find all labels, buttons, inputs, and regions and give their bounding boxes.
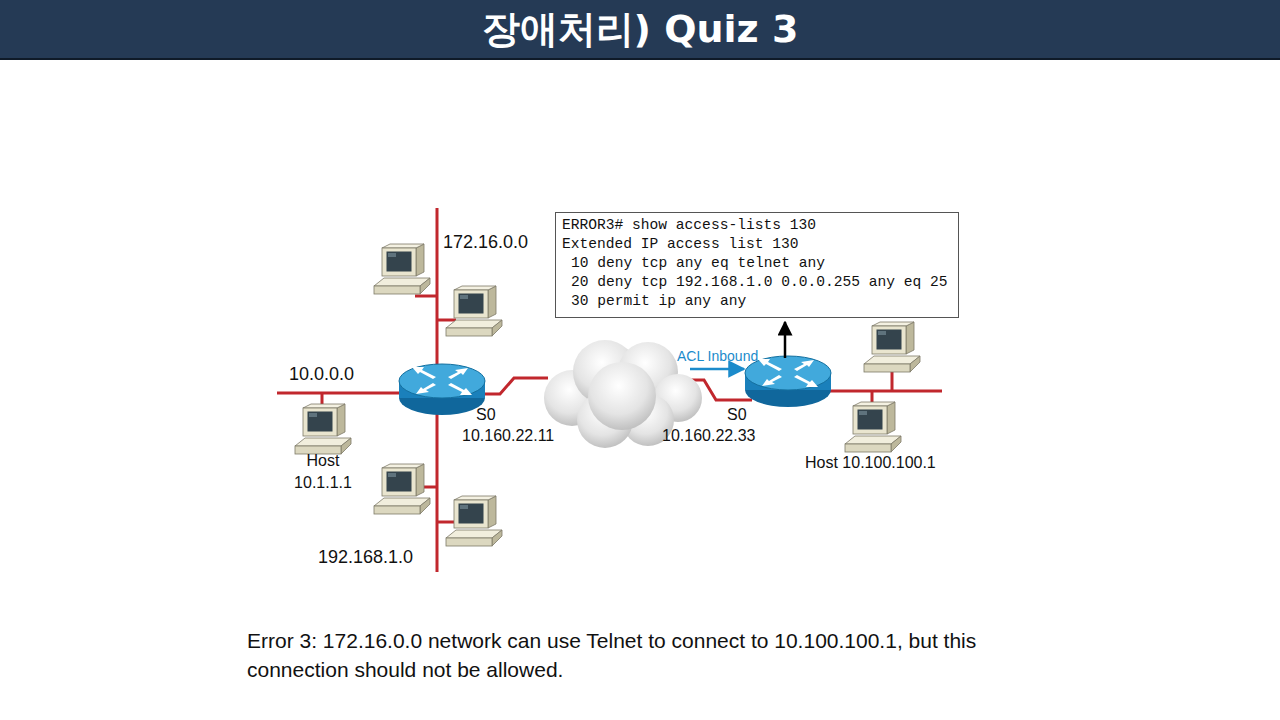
acl-direction-arrow bbox=[690, 368, 744, 371]
pc-icon bbox=[295, 404, 351, 454]
pc-icon bbox=[446, 286, 502, 336]
title-band: 장애처리) Quiz 3 bbox=[0, 0, 1280, 60]
acl-label: ACL Inbound bbox=[677, 348, 758, 364]
slide-title: 장애처리) Quiz 3 bbox=[482, 4, 799, 55]
interface-name: S0 bbox=[476, 406, 496, 424]
host-address: 10.1.1.1 bbox=[294, 474, 352, 492]
pc-icon bbox=[374, 464, 430, 514]
host-address: Host 10.100.100.1 bbox=[805, 454, 936, 472]
error-caption: Error 3: 172.16.0.0 network can use Teln… bbox=[247, 626, 1047, 684]
pc-icon bbox=[845, 402, 901, 452]
console-line: 30 permit ip any any bbox=[562, 292, 746, 311]
interface-address: 10.160.22.11 bbox=[462, 427, 554, 445]
pc-icon bbox=[446, 496, 502, 546]
network-address: 192.168.1.0 bbox=[318, 547, 413, 568]
network-address: 10.0.0.0 bbox=[289, 364, 354, 385]
interface-name: S0 bbox=[727, 406, 747, 424]
pc-icon bbox=[864, 322, 920, 372]
network-address: 172.16.0.0 bbox=[443, 232, 528, 253]
pc-icon bbox=[374, 244, 430, 294]
host-label: Host bbox=[307, 452, 340, 470]
console-line: 20 deny tcp 192.168.1.0 0.0.0.255 any eq… bbox=[562, 273, 948, 292]
console-line: 10 deny tcp any eq telnet any bbox=[562, 254, 825, 273]
pointer-arrow bbox=[784, 322, 787, 358]
interface-address: 10.160.22.33 bbox=[662, 427, 755, 445]
console-line: ERROR3# show access-lists 130 bbox=[562, 216, 816, 235]
console-line: Extended IP access list 130 bbox=[562, 235, 798, 254]
console-output-box: ERROR3# show access-lists 130Extended IP… bbox=[555, 212, 959, 318]
router-left bbox=[399, 364, 485, 415]
